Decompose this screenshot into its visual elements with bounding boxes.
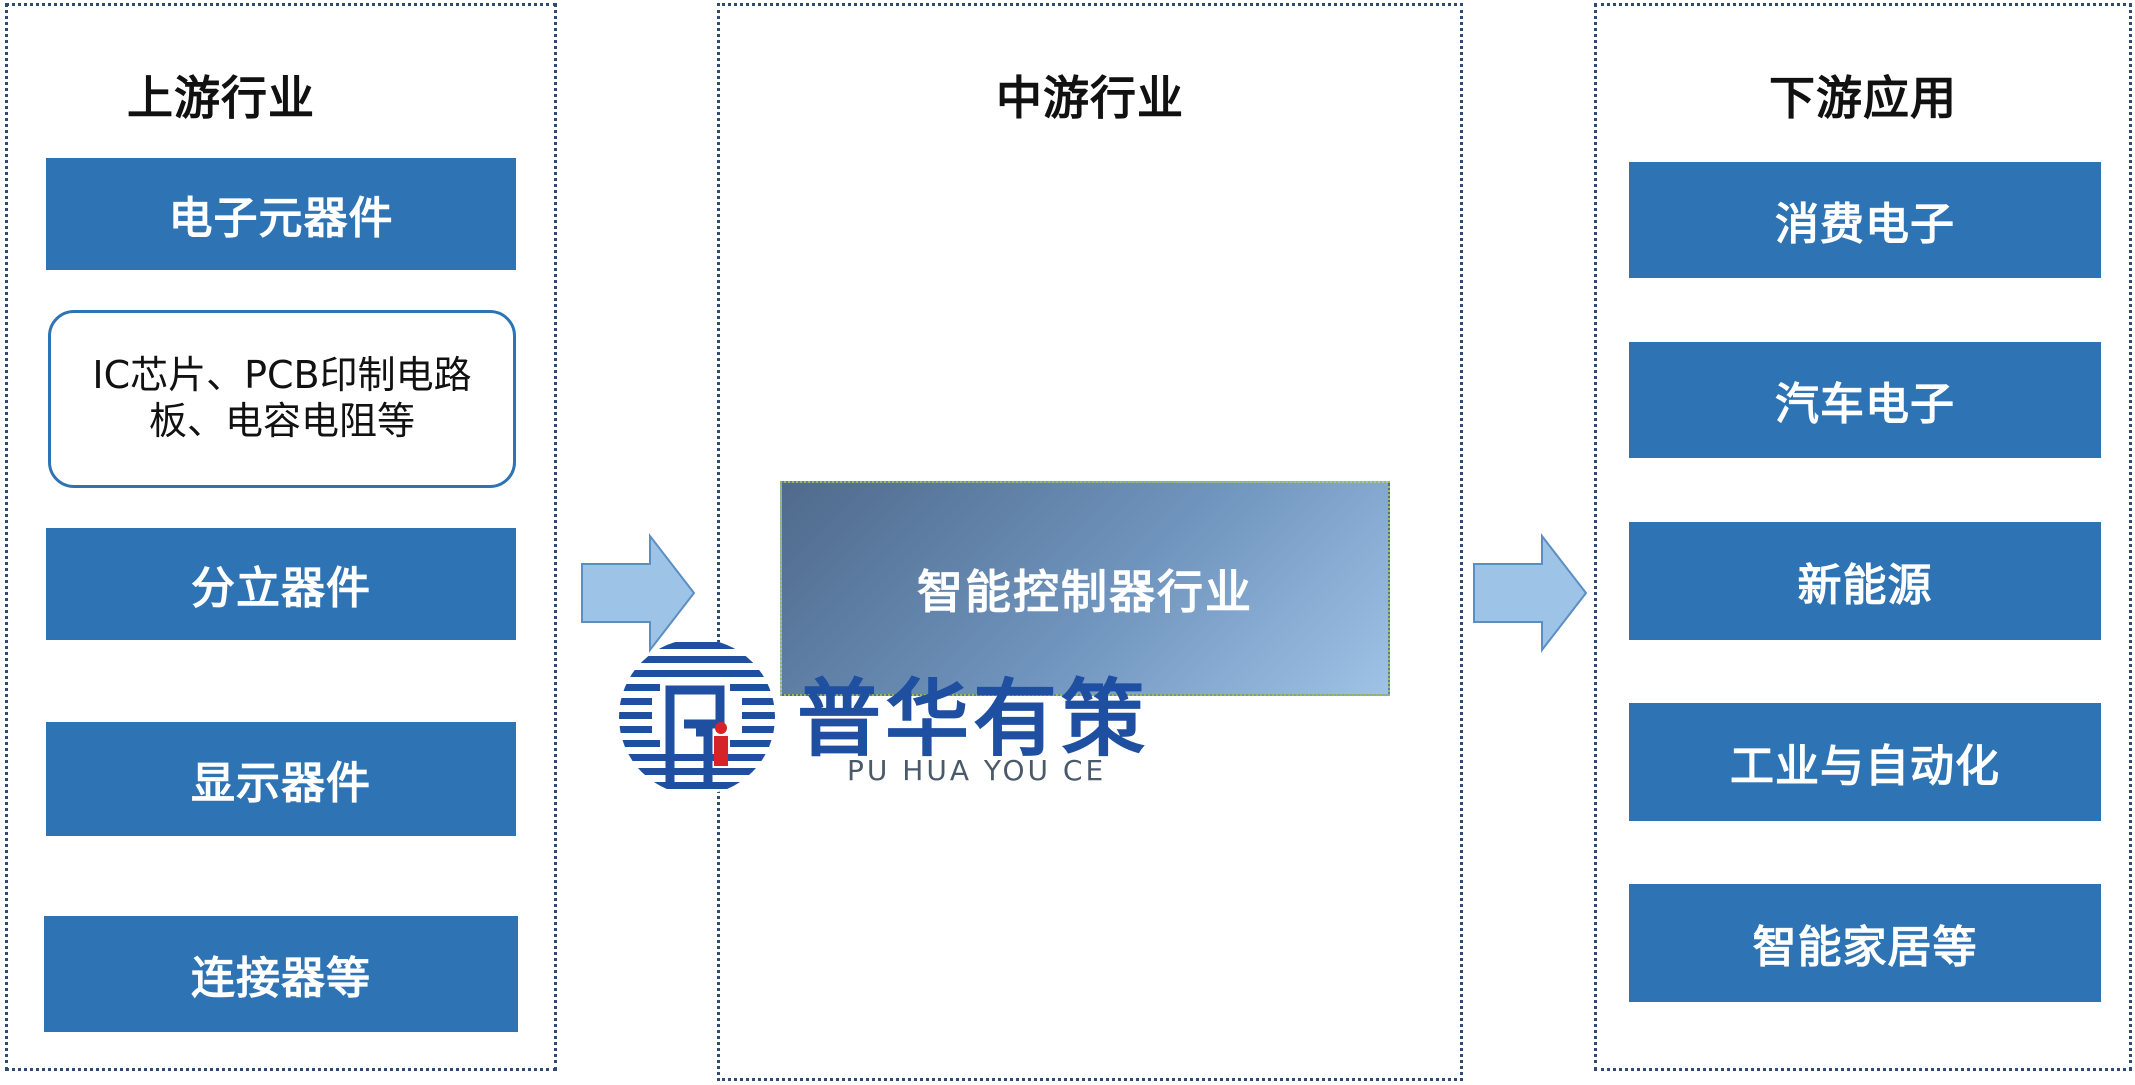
watermark-logo: 普华有策 PU HUA YOU CE — [612, 632, 1172, 802]
upstream-item-electronic-components: 电子元器件 — [46, 158, 516, 270]
downstream-panel: 下游应用 消费电子 汽车电子 新能源 工业与自动化 智能家居等 — [1594, 3, 2132, 1071]
downstream-item-smart-home: 智能家居等 — [1629, 884, 2101, 1002]
upstream-item-connectors: 连接器等 — [44, 916, 518, 1032]
watermark-name: 普华有策 — [797, 670, 1150, 768]
downstream-item-consumer-electronics: 消费电子 — [1629, 162, 2101, 278]
downstream-item-automotive-electronics: 汽车电子 — [1629, 342, 2101, 458]
downstream-title: 下游应用 — [1769, 71, 1957, 125]
midstream-title: 中游行业 — [996, 71, 1184, 125]
watermark-pinyin: PU HUA YOU CE — [847, 754, 1107, 787]
watermark-emblem-icon — [619, 639, 775, 795]
midstream-to-downstream-arrow — [1473, 533, 1588, 653]
midstream-core-box: 智能控制器行业 — [780, 481, 1390, 696]
midstream-panel: 中游行业 智能控制器行业 — [717, 3, 1463, 1081]
downstream-item-industrial-automation: 工业与自动化 — [1629, 703, 2101, 821]
upstream-title: 上游行业 — [127, 71, 315, 125]
upstream-item-ic-pcb-capacitor: IC芯片、PCB印制电路板、电容电阻等 — [48, 310, 516, 488]
upstream-item-discrete-devices: 分立器件 — [46, 528, 516, 640]
downstream-item-new-energy: 新能源 — [1629, 522, 2101, 640]
upstream-item-display-devices: 显示器件 — [46, 722, 516, 836]
upstream-to-midstream-arrow — [581, 533, 696, 653]
upstream-panel: 上游行业 电子元器件 IC芯片、PCB印制电路板、电容电阻等 分立器件 显示器件… — [5, 3, 557, 1071]
